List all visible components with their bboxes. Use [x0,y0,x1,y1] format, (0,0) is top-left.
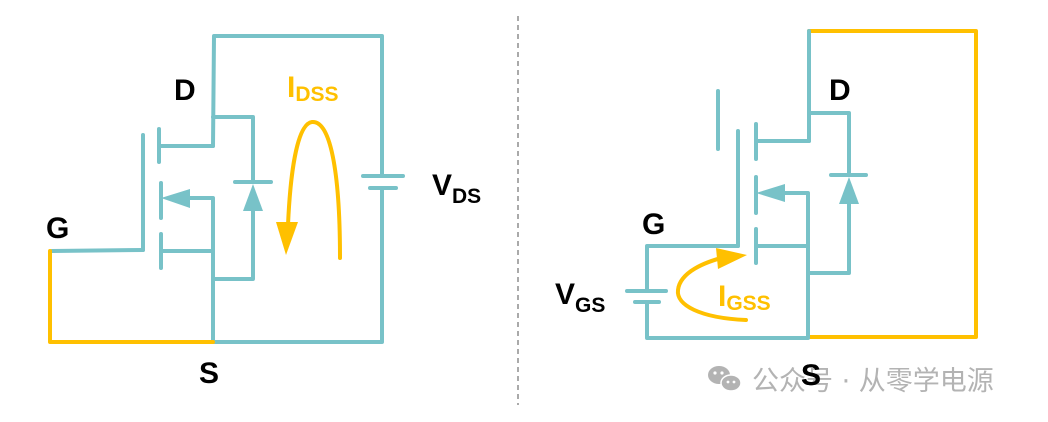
vds-label-sub: DS [452,185,481,208]
watermark-text: 公众号 · 从零学电源 [752,366,994,397]
igss-label-sub: GSS [726,292,770,315]
left-circuit: D G S IDSS VDS [46,34,481,390]
right-gate-lead [645,244,740,293]
igss-arrow-head-icon [716,248,747,269]
right-gate-label: G [642,208,665,241]
vgs-to-source-wire [645,300,810,340]
left-gate-label: G [46,212,69,245]
right-body-arrow-icon [756,184,785,202]
watermark: 公众号 · 从零学电源 [708,366,994,397]
right-diode-triangle-icon [839,177,859,204]
body-connection [183,196,215,344]
vgs-label: VGS [555,278,605,317]
idss-label-sub: DSS [295,83,338,106]
idss-label-main: I [287,71,295,104]
right-source-label: S [801,359,821,392]
left-drain-label: D [174,74,196,107]
gate-source-short-wire [48,249,215,344]
vgs-label-main: V [555,278,575,311]
idss-current-path [286,120,342,260]
igss-label-main: I [718,280,726,313]
igss-current-path [675,255,748,322]
diode-top-wire [211,115,255,184]
vds-label-main: V [432,169,452,202]
right-source-label-overlay: S [801,359,821,392]
right-diode-bottom-wire [807,202,851,275]
battery-to-source-wire [211,186,384,344]
vgs-label-sub: GS [575,294,605,317]
vds-label: VDS [432,169,481,208]
drain-source-short-wire [807,29,978,339]
right-circuit: D G S IGSS VGS [555,29,978,392]
igss-label: IGSS [718,280,771,315]
right-diode-top-wire [807,111,851,177]
left-source-label: S [199,357,219,390]
drain-to-battery-wire [211,34,384,178]
diode-bottom-wire [211,209,255,281]
diode-triangle-icon [243,184,263,211]
right-body-connection [778,191,810,339]
gate-lead [50,248,145,253]
idss-arrow-head-icon [276,222,298,255]
idss-label: IDSS [287,71,339,106]
right-drain-label: D [829,74,851,107]
body-arrow-icon [161,189,190,208]
wechat-icon [708,366,742,392]
